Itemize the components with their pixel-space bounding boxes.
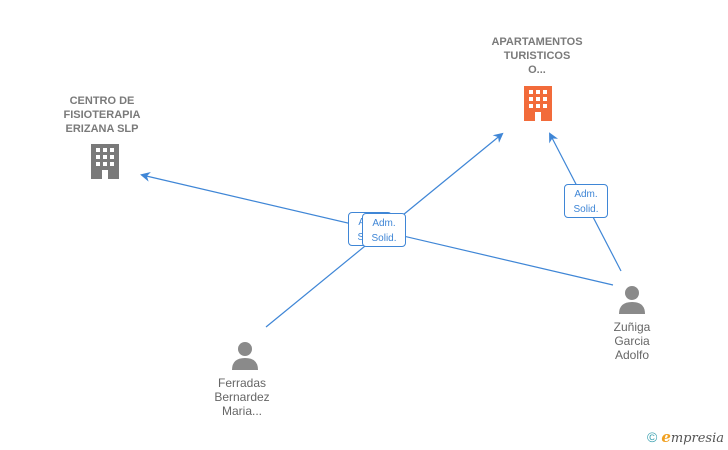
edge-badge-adm-solid[interactable]: Adm. Solid. [362, 213, 406, 247]
building-icon[interactable] [89, 143, 121, 179]
company-label-centro[interactable]: CENTRO DE FISIOTERAPIA ERIZANA SLP [63, 95, 141, 135]
edge-badge-adm-solid[interactable]: Adm. Solid. [564, 184, 608, 218]
badge-line2: Solid. [573, 204, 599, 215]
person-label-zuniga[interactable]: Zuñiga Garcia Adolfo [613, 320, 651, 362]
copyright-icon: © [646, 429, 658, 445]
building-icon[interactable] [522, 85, 554, 121]
badge-line2: Solid. [371, 233, 397, 244]
person-icon[interactable] [230, 340, 260, 370]
person-label-ferradas[interactable]: Ferradas Bernardez Maria... [214, 376, 270, 418]
empresia-logo: empresia [661, 428, 724, 446]
person-icon[interactable] [617, 284, 647, 314]
badge-line1: Adm. [574, 189, 598, 200]
company-label-apartamentos[interactable]: APARTAMENTOS TURISTICOS O... [491, 36, 583, 76]
empresia-credit[interactable]: © empresia [647, 428, 724, 446]
badge-line1: Adm. [372, 218, 396, 229]
